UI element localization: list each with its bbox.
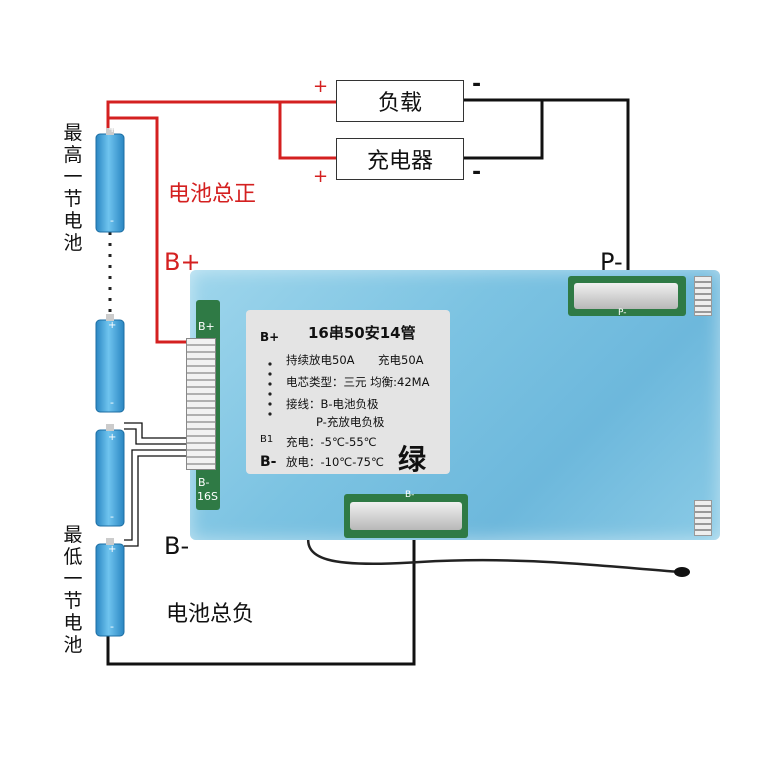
connector-bplus: B+ — [198, 320, 215, 333]
load-box: 负载 — [336, 80, 464, 122]
spec-discharge-temp: 放电：-10℃-75℃ — [286, 455, 384, 469]
pcb-p-label: P- — [618, 308, 627, 318]
load-plus-sign: + — [313, 76, 329, 97]
connector-16s: 16S — [197, 490, 218, 503]
highest-cell-label: 最高一节电池 — [63, 122, 83, 254]
cell-top-plus: + — [108, 124, 117, 135]
lowest-cell-label: 最低一节电池 — [63, 524, 83, 656]
pin-top-right — [694, 276, 712, 316]
temp-probe-cable — [307, 529, 681, 574]
battery-cells — [95, 128, 125, 637]
spec-charge: 充电50A — [378, 353, 424, 367]
spec-left-b1: B1 — [260, 434, 274, 445]
black-wire-load — [463, 98, 630, 292]
spec-label-card — [246, 310, 450, 474]
spec-discharge: 持续放电50A — [286, 353, 355, 367]
load-label: 负载 — [377, 91, 422, 116]
pin-bottom-right — [694, 500, 712, 536]
spec-wiring-p: P-充放电负极 — [316, 415, 385, 429]
red-wire-top — [106, 100, 336, 140]
charger-label: 充电器 — [366, 149, 433, 174]
spec-color-mark: 绿 — [398, 443, 427, 476]
charger-box: 充电器 — [336, 138, 464, 180]
spec-dots — [268, 362, 272, 416]
charger-plus-sign: + — [313, 166, 329, 187]
spec-wiring-b: 接线：B-电池负极 — [286, 397, 379, 411]
balance-connector-pins — [186, 338, 216, 470]
cell-mid1-minus: - — [110, 396, 114, 409]
black-wire-bminus — [106, 514, 416, 666]
charger-minus-sign: - — [472, 160, 482, 185]
red-wire-bplus — [108, 116, 200, 344]
p-minus-label: P- — [600, 248, 623, 276]
cell-mid1-plus: + — [108, 320, 117, 331]
pcb-b-label: B- — [405, 490, 415, 500]
temp-probe-tip — [674, 567, 690, 577]
spec-title: 16串50安14管 — [308, 324, 416, 342]
red-wire-charger — [278, 102, 336, 160]
connector-bminus: B- — [198, 476, 210, 489]
cell-bottom-minus: - — [110, 620, 114, 633]
spec-left-bplus: B+ — [260, 330, 280, 344]
p-minus-pad — [574, 283, 678, 309]
spec-charge-temp: 充电：-5℃-55℃ — [286, 435, 377, 449]
spec-cell-type: 电芯类型：三元 均衡:42MA — [286, 375, 430, 389]
cell-bottom-plus: + — [108, 544, 117, 555]
cell-mid2-plus: + — [108, 432, 117, 443]
cell-top-minus: - — [110, 214, 114, 227]
load-minus-sign: - — [472, 72, 482, 97]
battery-total-negative-label: 电池总负 — [166, 602, 255, 627]
b-minus-pad — [350, 502, 462, 530]
cell-mid2-minus: - — [110, 510, 114, 523]
battery-total-positive-label: 电池总正 — [168, 182, 257, 207]
spec-left-bminus: B- — [260, 454, 277, 470]
black-wire-charger — [463, 100, 544, 160]
b-minus-label: B- — [164, 532, 190, 560]
